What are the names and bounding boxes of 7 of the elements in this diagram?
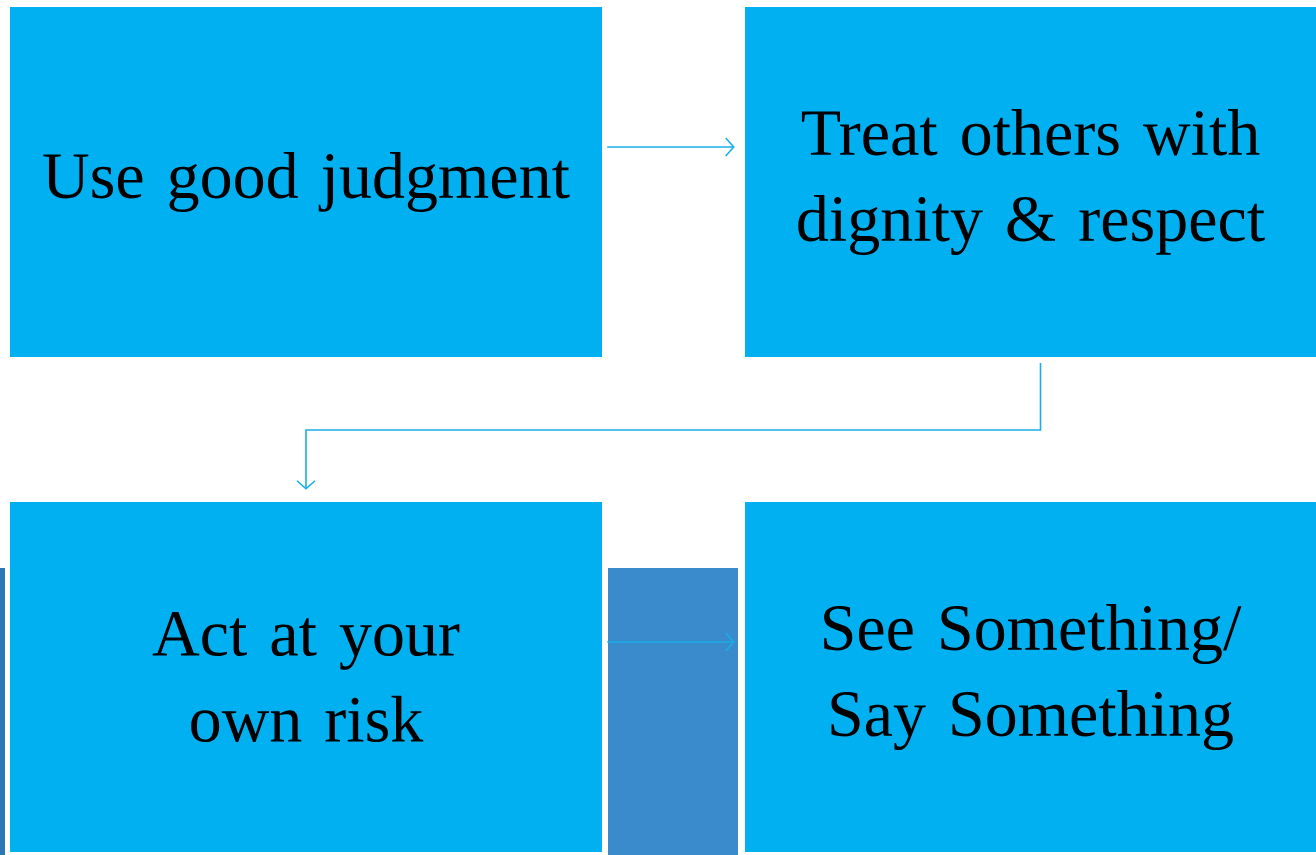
arrow bbox=[606, 137, 735, 157]
process-box: Use good judgment bbox=[10, 7, 602, 357]
process-box: Act at your own risk bbox=[10, 502, 602, 852]
process-box: See Something/ Say Something bbox=[745, 502, 1316, 852]
arrow bbox=[296, 362, 1042, 490]
process-box: Treat others with dignity & respect bbox=[745, 7, 1316, 357]
arrow bbox=[606, 632, 735, 652]
